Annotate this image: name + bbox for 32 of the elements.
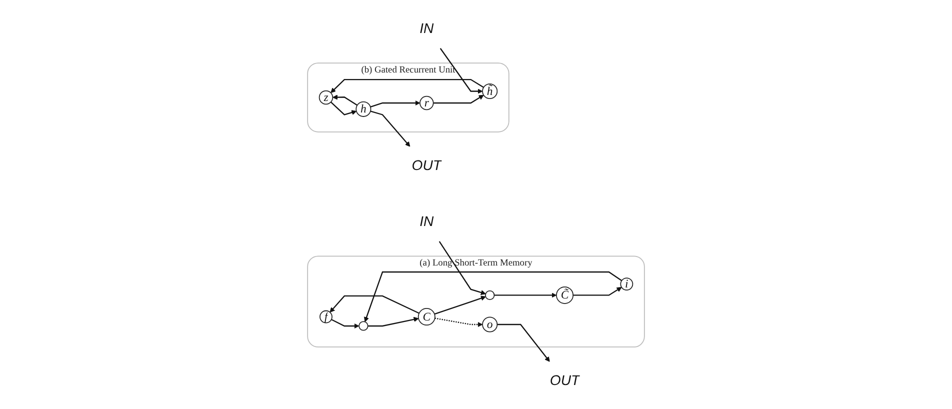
node-circle: o xyxy=(482,316,498,332)
node-circle xyxy=(358,320,368,330)
arrow xyxy=(370,110,410,146)
arrow xyxy=(438,240,486,294)
node-circle: z xyxy=(318,90,334,104)
arrow xyxy=(494,292,557,298)
arrow xyxy=(370,100,420,107)
node-circle xyxy=(485,290,495,300)
arrow xyxy=(330,101,357,115)
node-text: IN xyxy=(420,213,434,230)
arrow xyxy=(573,286,622,296)
node-circle: h̃ xyxy=(482,83,498,99)
node-text: OUT xyxy=(550,372,580,388)
arrow xyxy=(497,323,550,362)
arrow xyxy=(330,294,420,314)
node-circle: i xyxy=(620,277,634,290)
arrow xyxy=(368,316,419,326)
node-text: OUT xyxy=(412,157,442,173)
arrow xyxy=(330,78,484,93)
arrow xyxy=(331,318,360,328)
node-circle: r xyxy=(420,95,434,110)
node-circle: h xyxy=(356,100,372,116)
arrow xyxy=(434,295,486,314)
arrow xyxy=(332,94,358,106)
arrow xyxy=(440,48,483,94)
node-circle: C xyxy=(418,308,436,326)
node-circle: C̃ xyxy=(556,286,574,304)
node-circle: f xyxy=(320,310,332,323)
node-text: IN xyxy=(420,20,434,36)
arrow xyxy=(433,94,484,104)
arrow xyxy=(364,270,622,322)
arrow xyxy=(434,317,483,327)
